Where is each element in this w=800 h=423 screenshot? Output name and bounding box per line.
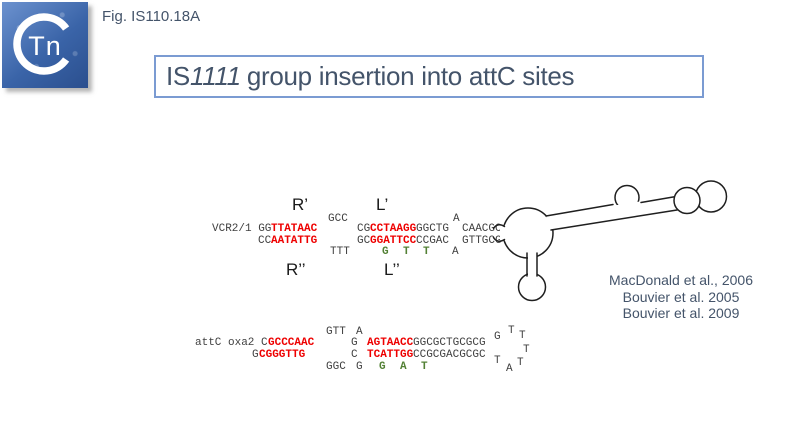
attc-seq2: C [351,349,358,361]
logo-c-icon [13,13,70,75]
label-l-doubleprime: L’’ [384,260,400,279]
attc-loop-t3: T [523,344,530,356]
attc-sub-g0: G [356,361,363,373]
vcr-sub-ttt: TTT [330,246,350,258]
vcr-seq2: GC [357,235,371,247]
vcr-seq2-r: AATATTG [271,235,318,247]
attc-loop-t2: T [519,330,526,342]
vcr-seq1-name: VCR2/1 GG [212,223,272,235]
attc-sub-a: A [400,361,407,373]
central-loop [502,207,554,259]
attc-seq2-r: CGGGTTG [259,349,306,361]
vcr-seq2: CCGAC [416,235,450,247]
logo-tn-text: Tn [28,30,62,61]
vcr-seq1: CG [357,223,371,235]
attc-loop-t5: T [517,357,524,369]
vcr-seq1: GGCTG [416,223,450,235]
figure-label: Fig. IS110.18A [102,8,201,25]
attc-loop-t1: T [508,325,515,337]
vcr-sup-a: A [453,213,460,225]
attc-seq2: G [252,349,259,361]
vcr-seq1-r: TTATAAC [271,223,318,235]
vcr-seq2-l: GGATTCC [370,235,417,247]
attc-seq1-r: GCCCAAC [268,337,315,349]
bottom-hairpin-loop [517,272,547,302]
terminal-loop-large [694,180,728,213]
vcr-sup-gcc: GCC [328,213,348,225]
vcr-seq2: CC [258,235,272,247]
vcr-sub-t1: T [403,246,410,258]
attc-sup-a: A [356,326,363,338]
citation-1: MacDonald et al., 2006 [609,272,753,288]
citation-2: Bouvier et al. 2005 [622,288,740,305]
label-l-prime: L’ [376,195,389,214]
vcr-seq1-l: CCTAAGG [370,223,417,235]
vcr-sub-t2: T [423,246,430,258]
label-r-doubleprime: R’’ [286,260,306,279]
attc-sub-t: T [421,361,428,373]
attc-seq2-l: TCATTGG [367,349,414,361]
label-r-prime: R’ [292,195,309,214]
citation-3: Bouvier et al. 2009 [622,305,740,321]
attc-seq2: CCGCGACGCGC [413,349,486,361]
vcr-seq1: CAACGC [462,223,502,235]
vcr-sub-a: A [452,246,459,258]
attc-sub-g: G [379,361,386,373]
attc-loop-g: G [494,331,501,343]
attc-seq1-name: attC oxa2 C [195,337,268,349]
citations: MacDonald et al., 2006 Bouvier et al. 20… [595,272,767,322]
vcr-sub-g: G [382,246,389,258]
stem-bulge-loop [614,184,640,211]
attc-seq1: G [351,337,358,349]
tn-registry-logo: Tn [2,2,88,88]
attc-loop-t4: T [494,355,501,367]
attc-seq1-l: AGTAACC [367,337,414,349]
attc-sub-ggc: GGC [326,361,346,373]
attc-loop-a: A [506,363,513,375]
terminal-loop-small [673,186,701,215]
attc-sup-gtt: GTT [326,326,346,338]
attc-seq1: GGCGCTGCGCG [413,337,486,349]
vcr-seq2: GTTGCG [462,235,502,247]
